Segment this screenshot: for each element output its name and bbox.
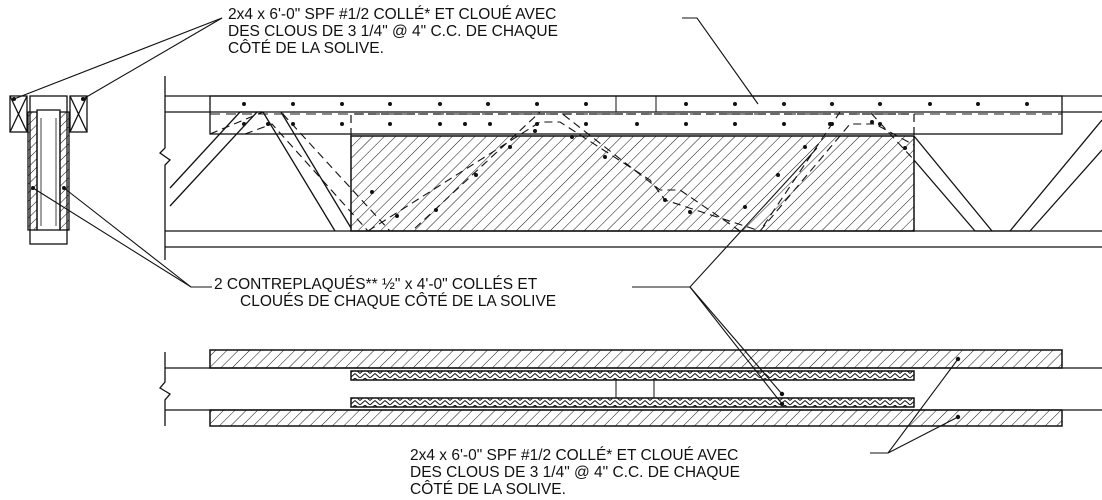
truss-webs-left xyxy=(169,111,352,232)
elevation-view xyxy=(158,76,1102,260)
note-top-2x4: 2x4 x 6'-0" SPF #1/2 COLLÉ* ET CLOUÉ AVE… xyxy=(228,6,558,57)
note-bottom-line-1: 2x4 x 6'-0" SPF #1/2 COLLÉ* ET CLOUÉ AVE… xyxy=(410,447,739,464)
note-bottom-line-2: DES CLOUS DE 3 1/4" @ 4" C.C. DE CHAQUE xyxy=(410,464,740,481)
plan-plywood-bottom xyxy=(350,397,915,408)
plywood-outline xyxy=(350,135,915,232)
break-line-left xyxy=(158,76,172,260)
leader-top-to-elevation xyxy=(682,17,759,105)
plan-2x4-bottom xyxy=(209,409,1063,427)
cross-section-2x4-left xyxy=(9,95,28,133)
leader-mid-to-section-right xyxy=(63,187,192,288)
break-line-plan xyxy=(159,352,171,426)
cross-section-plywood-right xyxy=(59,111,70,231)
plan-2x4-top-outline xyxy=(209,349,1063,369)
plywood-reinforcement xyxy=(350,135,915,232)
plan-plywood-top-outline xyxy=(350,370,915,381)
leader-mid-to-plan-bottom xyxy=(689,286,783,405)
leader-bottom-to-plan-bottom xyxy=(887,416,959,454)
truss-webs-hidden xyxy=(209,111,1062,232)
plan-2x4-bottom-outline xyxy=(209,409,1063,427)
note-bottom-line-3: CÔTÉ DE LA SOLIVE. xyxy=(410,481,566,498)
plan-plywood-top xyxy=(350,370,915,381)
note-middle-plywood: 2 CONTREPLAQUÉS** ½" x 4'-0" COLLÉS ET C… xyxy=(214,276,556,310)
plan-2x4-top xyxy=(209,349,1063,369)
leader-lines xyxy=(13,17,959,454)
cross-section-nails xyxy=(12,97,85,190)
note-top-line-1: 2x4 x 6'-0" SPF #1/2 COLLÉ* ET CLOUÉ AVE… xyxy=(228,6,557,23)
cross-section-2x4-right xyxy=(69,95,88,133)
elevation-nails-second-row xyxy=(242,122,882,126)
note-bottom-2x4: 2x4 x 6'-0" SPF #1/2 COLLÉ* ET CLOUÉ AVE… xyxy=(410,447,740,498)
plan-view xyxy=(159,349,1102,427)
leader-top-to-section-left xyxy=(13,17,223,100)
note-middle-line-2: CLOUÉS DE CHAQUE CÔTÉ DE LA SOLIVE xyxy=(240,293,557,310)
top-2x4-reinforcement xyxy=(209,95,1063,135)
leader-top-to-section-right xyxy=(82,17,223,100)
note-middle-line-1: 2 CONTREPLAQUÉS** ½" x 4'-0" COLLÉS ET xyxy=(214,276,538,293)
truss-webs-right xyxy=(913,119,1102,232)
cross-section-view xyxy=(9,95,88,245)
leader-mid-to-plan-top xyxy=(689,286,783,395)
note-top-line-2: DES CLOUS DE 3 1/4" @ 4" C.C. DE CHAQUE xyxy=(228,23,558,40)
elevation-nails-top-row xyxy=(242,102,1029,106)
elevation-nails-plywood xyxy=(370,120,907,218)
plan-plywood-bottom-outline xyxy=(350,397,915,408)
note-top-line-3: CÔTÉ DE LA SOLIVE. xyxy=(228,40,384,57)
cross-section-joist-web xyxy=(36,109,61,231)
cross-section-plywood-left xyxy=(27,111,38,231)
